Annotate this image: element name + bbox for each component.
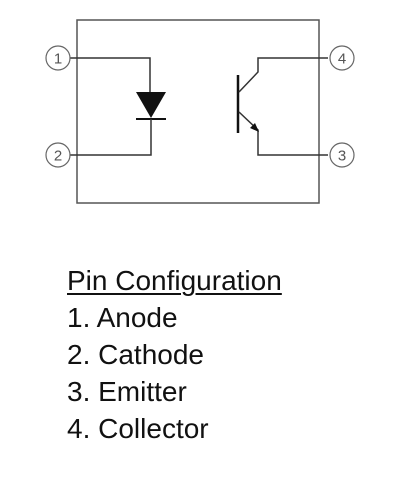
pin-list-item: 4. Collector [67, 413, 209, 444]
collector-lead [238, 57, 328, 93]
diode-triangle [136, 92, 166, 118]
pin-configuration-heading: Pin Configuration [67, 265, 282, 296]
pin-2-lead [70, 119, 152, 156]
pin-4-number: 4 [338, 51, 346, 68]
pin-3: 3 [329, 142, 355, 168]
pin-list-item: 3. Emitter [67, 376, 187, 407]
pin-1-lead [70, 57, 151, 92]
pin-1: 1 [45, 45, 71, 71]
package-outline [76, 19, 320, 204]
emitter-lead [238, 111, 328, 156]
pin-2: 2 [45, 142, 71, 168]
pin-4: 4 [329, 45, 355, 71]
optocoupler-schematic: 1 2 3 4 [45, 19, 355, 204]
pin-configuration: Pin Configuration 1. Anode 2. Cathode 3.… [67, 262, 282, 447]
pin-list-item: 1. Anode [67, 302, 178, 333]
pin-list-item: 2. Cathode [67, 339, 204, 370]
pin-list: 1. Anode 2. Cathode 3. Emitter 4. Collec… [67, 299, 282, 447]
pin-3-number: 3 [338, 148, 346, 165]
pin-1-number: 1 [54, 51, 62, 68]
emitter-arrow [250, 123, 259, 132]
pin-2-number: 2 [54, 148, 62, 165]
